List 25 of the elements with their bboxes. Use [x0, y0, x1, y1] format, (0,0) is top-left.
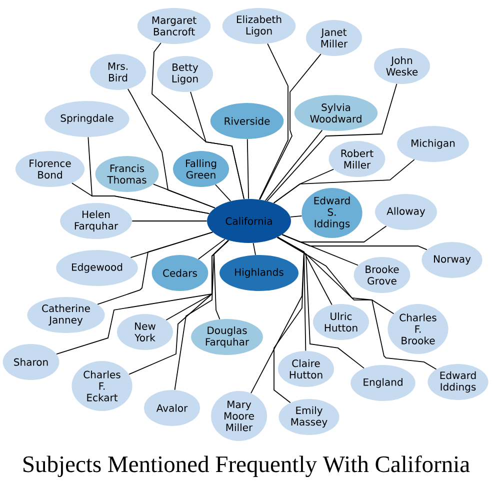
connector-line [282, 234, 428, 250]
title: Subjects Mentioned Frequently With California [24, 455, 470, 478]
connector-line [72, 182, 210, 214]
connector-line [190, 91, 244, 200]
connector-line [282, 234, 358, 266]
connector-line [250, 236, 304, 394]
connector-line [273, 159, 415, 204]
connector-line [174, 240, 229, 390]
connector-line [153, 184, 216, 208]
connector-line [246, 138, 249, 200]
connector-line [265, 130, 323, 201]
connector-line [214, 184, 232, 202]
connector-line [132, 220, 208, 222]
connector-line [130, 232, 214, 258]
connector-line [128, 240, 229, 375]
connector-line [266, 83, 398, 202]
connector-line [128, 88, 216, 208]
connector-line [198, 238, 226, 260]
connector-line [276, 236, 364, 369]
connector-line [259, 54, 322, 200]
connector-line [258, 43, 288, 200]
connector-line [252, 242, 256, 256]
connector-line [276, 237, 394, 314]
connector-line [282, 226, 387, 242]
connector-line [290, 215, 302, 218]
